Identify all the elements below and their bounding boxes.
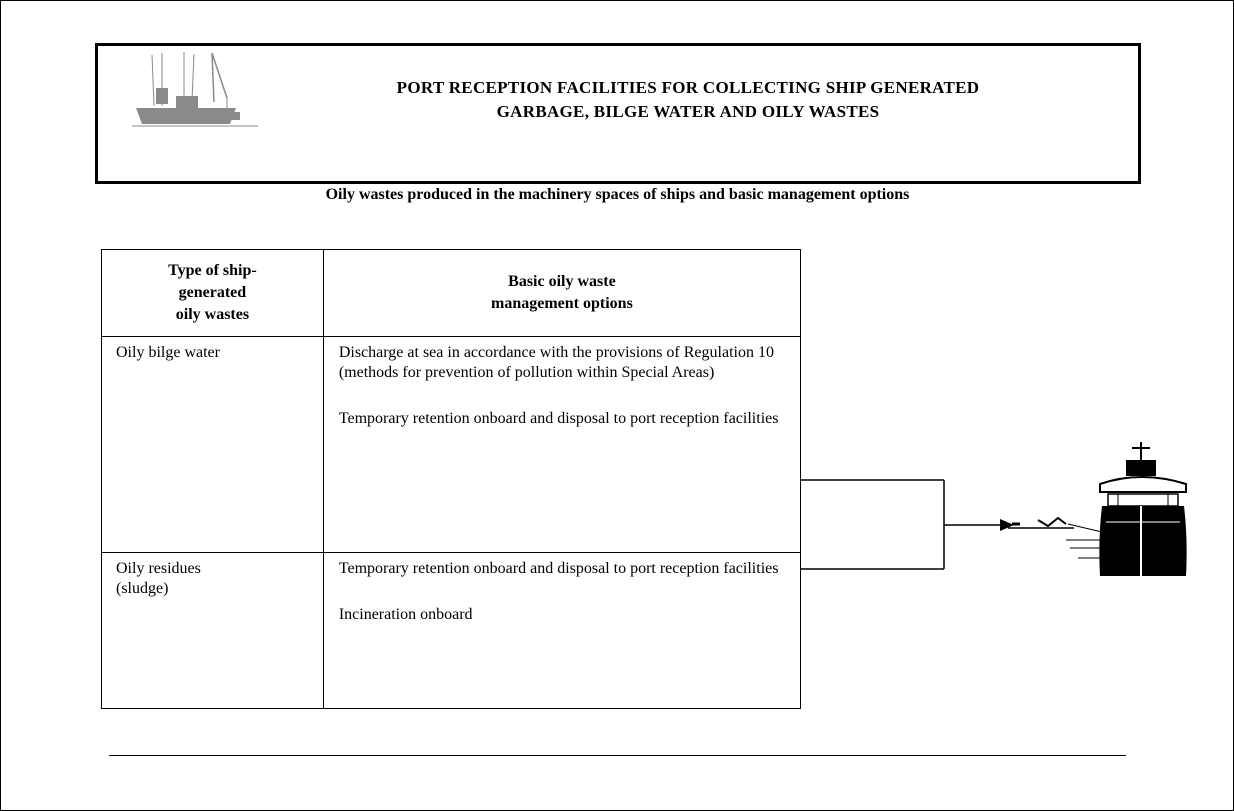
title-line-2: GARBAGE, BILGE WATER AND OILY WASTES (496, 102, 880, 121)
page-title: PORT RECEPTION FACILITIES FOR COLLECTING… (248, 76, 1128, 124)
oily-waste-table: Type of ship- generated oily wastes Basi… (101, 249, 802, 709)
waste-type-text: Oily residues (sludge) (116, 560, 201, 597)
table-row: Oily bilge water Discharge at sea in acc… (101, 336, 802, 553)
option-text: Discharge at sea in accordance with the … (338, 344, 774, 381)
harbor-crane-ship-icon (132, 52, 258, 127)
table-header-row: Type of ship- generated oily wastes Basi… (101, 249, 802, 337)
subtitle: Oily wastes produced in the machinery sp… (325, 186, 910, 203)
management-options-cell: Temporary retention onboard and disposal… (322, 552, 802, 709)
waste-type-cell: Oily residues (sludge) (101, 552, 324, 709)
table-row: Oily residues (sludge) Temporary retenti… (101, 552, 802, 709)
header-line: Type of ship- (168, 262, 257, 279)
ship-at-berth-icon (1008, 442, 1187, 578)
header-line: generated (178, 284, 247, 301)
title-line-1: PORT RECEPTION FACILITIES FOR COLLECTING… (396, 78, 980, 97)
header-box: PORT RECEPTION FACILITIES FOR COLLECTING… (95, 43, 1141, 184)
option-text: Temporary retention onboard and disposal… (338, 410, 779, 427)
management-options-cell: Discharge at sea in accordance with the … (322, 336, 802, 553)
footer-divider (109, 755, 1126, 756)
arrow-right-icon (1000, 519, 1014, 531)
header-line: Basic oily waste (508, 273, 616, 290)
option-text: Temporary retention onboard and disposal… (338, 560, 779, 577)
option-text: Incineration onboard (338, 606, 473, 623)
header-line: management options (491, 295, 633, 312)
header-line: oily wastes (175, 306, 250, 323)
column-header-management-options: Basic oily waste management options (322, 249, 802, 337)
